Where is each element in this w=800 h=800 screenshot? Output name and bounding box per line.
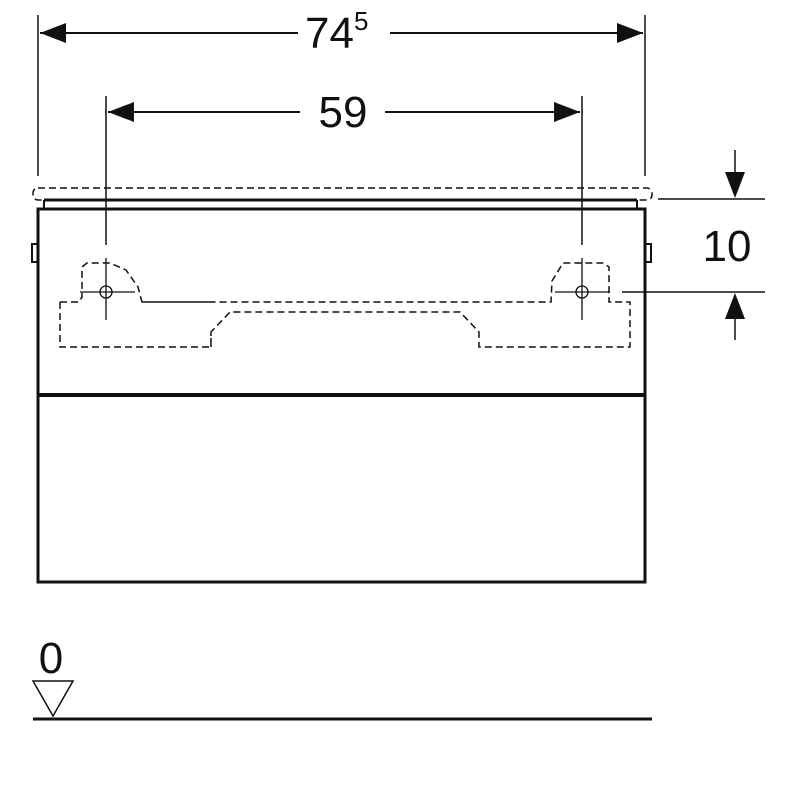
floor-level-label: 0 xyxy=(39,634,63,683)
overall-width-label: 745 xyxy=(305,6,368,58)
countertop-outline xyxy=(32,187,653,201)
mount-height-label: 10 xyxy=(703,222,752,271)
mounting-hole-right xyxy=(555,258,610,320)
overall-width-dimension xyxy=(37,15,646,176)
mount-spacing-label: 59 xyxy=(319,88,368,137)
mount-spacing-dimension xyxy=(105,96,583,245)
cabinet-body xyxy=(31,198,652,584)
wall-bracket-outline xyxy=(59,262,631,348)
floor-level-marker xyxy=(31,680,652,721)
mounting-hole-left xyxy=(80,258,135,320)
mount-height-dimension xyxy=(622,150,765,340)
